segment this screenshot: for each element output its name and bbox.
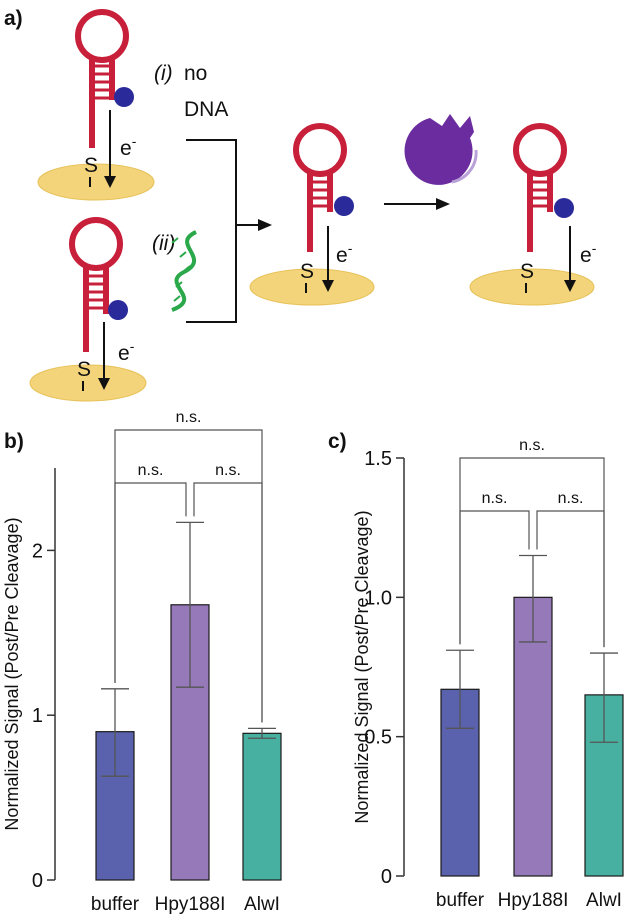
hairpin-loop-icon [69,217,123,271]
category-label: AlwI [244,894,280,915]
y-tick-label: 1.5 [364,448,392,470]
y-tick-label: 1 [32,705,43,727]
gold-electrode-icon [37,163,155,201]
thiol-label: S [300,260,314,283]
hairpin-probe-1: S e- [37,9,155,201]
label-no: no [184,62,207,85]
category-label: AlwI [586,890,622,911]
electron-label: e- [120,133,137,160]
chart-b: b) 0 1 2 Normalized Signal (Post/Pre Cleava… [2,409,282,915]
panel-letter-c: c) [328,430,347,453]
y-tick-label: 1.0 [364,587,392,609]
electron-label: e- [118,338,135,365]
methylene-blue-icon [114,87,134,107]
methylene-blue-icon [334,196,354,216]
bar-AlwI [242,732,282,881]
hairpin-probe-3: S e- [249,123,375,306]
methylene-blue-icon [108,300,128,320]
significance-label: n.s. [138,462,164,479]
electron-label: e- [580,240,597,267]
category-label: Hpy188I [498,890,569,911]
restriction-enzyme-icon [404,114,478,185]
scheme-panel: a) S e- (i) no DNA S [4,7,597,402]
gold-electrode-icon [29,364,147,402]
gold-electrode-icon [469,268,595,306]
y-tick-label: 0 [32,870,43,892]
label-dna: DNA [184,98,228,121]
significance-label: n.s. [519,437,545,454]
electron-label: e- [336,240,353,267]
thiol-label: S [77,358,91,381]
significance-bracket [114,429,263,723]
hairpin-loop-icon [293,123,347,177]
hairpin-probe-4: S e- [469,123,597,306]
category-label: Hpy188I [155,894,226,915]
y-tick-label: 2 [32,540,43,562]
bar-Hpy188I [513,596,553,877]
significance-label: n.s. [215,462,241,479]
category-label: buffer [436,890,485,911]
significance-bracket [459,457,605,648]
hairpin-loop-icon [75,9,129,63]
hairpin-loop-icon [513,123,567,177]
methylene-blue-icon [554,198,574,218]
panel-letter-b: b) [4,430,24,453]
category-label: buffer [91,894,140,915]
y-tick-label: 0.5 [364,727,392,749]
significance-label: n.s. [558,490,584,507]
label-i: (i) [154,62,173,85]
hairpin-probe-2: S e- [29,217,147,402]
thiol-label: S [520,260,534,283]
thiol-label: S [84,154,98,177]
gold-electrode-icon [249,268,375,306]
merge-bracket [186,139,237,323]
significance-label: n.s. [482,490,508,507]
label-ii: (ii) [152,232,175,255]
significance-label: n.s. [176,409,202,426]
y-tick-label: 0 [381,866,392,888]
y-axis-title: Normalized Signal (Post/Pre Cleavage) [352,510,372,823]
target-dna-icon [171,230,197,312]
panel-letter-a: a) [4,7,23,30]
y-axis-title: Normalized Signal (Post/Pre Cleavage) [2,517,22,830]
